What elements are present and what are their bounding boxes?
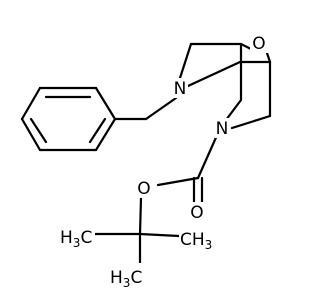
- bond-c6-n2: [230, 114, 272, 130]
- bond-ring-1: [94, 86, 117, 121]
- svg-text:H3C: H3C: [60, 228, 92, 250]
- methyl-left-suffix: C: [80, 228, 92, 248]
- atom-label-oxygen-ester: O: [137, 179, 150, 199]
- bonds: [20, 42, 272, 267]
- atom-label-nitrogen-benzyl: N: [174, 79, 187, 99]
- bond-c8-n2: [224, 98, 243, 122]
- bond-ring-4: [20, 117, 42, 152]
- atom-label-methyl-bottom: H3C: [108, 263, 148, 290]
- svg-text:CH3: CH3: [180, 230, 212, 252]
- chemical-structure-diagram: O N N O O H3C CH3 H3C: [20, 33, 272, 290]
- methyl-left-subscript: 3: [73, 236, 81, 250]
- methyl-bottom-suffix: C: [130, 268, 142, 288]
- methyl-bottom-subscript: 3: [123, 276, 131, 290]
- bond-ring-inner-2: [29, 117, 48, 144]
- bond-ring-6: [94, 117, 117, 152]
- bond-o-ester-cq: [138, 196, 143, 236]
- methyl-right-element: CH: [180, 230, 205, 250]
- bond-ring-inner-3: [88, 117, 107, 144]
- bond-ring-3: [20, 86, 42, 121]
- atom-label-methyl-right: CH3: [179, 226, 219, 252]
- bond-n1-c2: [178, 42, 193, 80]
- methyl-right-subscript: 3: [205, 238, 213, 252]
- svg-text:H3C: H3C: [110, 268, 142, 290]
- methyl-left-element: H: [60, 228, 73, 248]
- bond-n1-c4: [186, 60, 242, 88]
- bond-n2-carbonyl-c: [196, 131, 220, 180]
- bond-carbonyl-c-o-ester: [156, 176, 200, 187]
- bond-cq-ch3-right: [138, 232, 181, 238]
- methyl-bottom-element: H: [110, 268, 123, 288]
- atom-label-methyl-left: H3C: [59, 224, 95, 250]
- atom-label-oxygen-carbonyl: O: [190, 203, 203, 223]
- bond-n1-ch2: [144, 96, 178, 121]
- atom-labels: O N N O O H3C CH3 H3C: [59, 33, 268, 290]
- atom-label-nitrogen-carbamate: N: [216, 119, 229, 139]
- atom-label-oxygen-bridge: O: [252, 34, 265, 54]
